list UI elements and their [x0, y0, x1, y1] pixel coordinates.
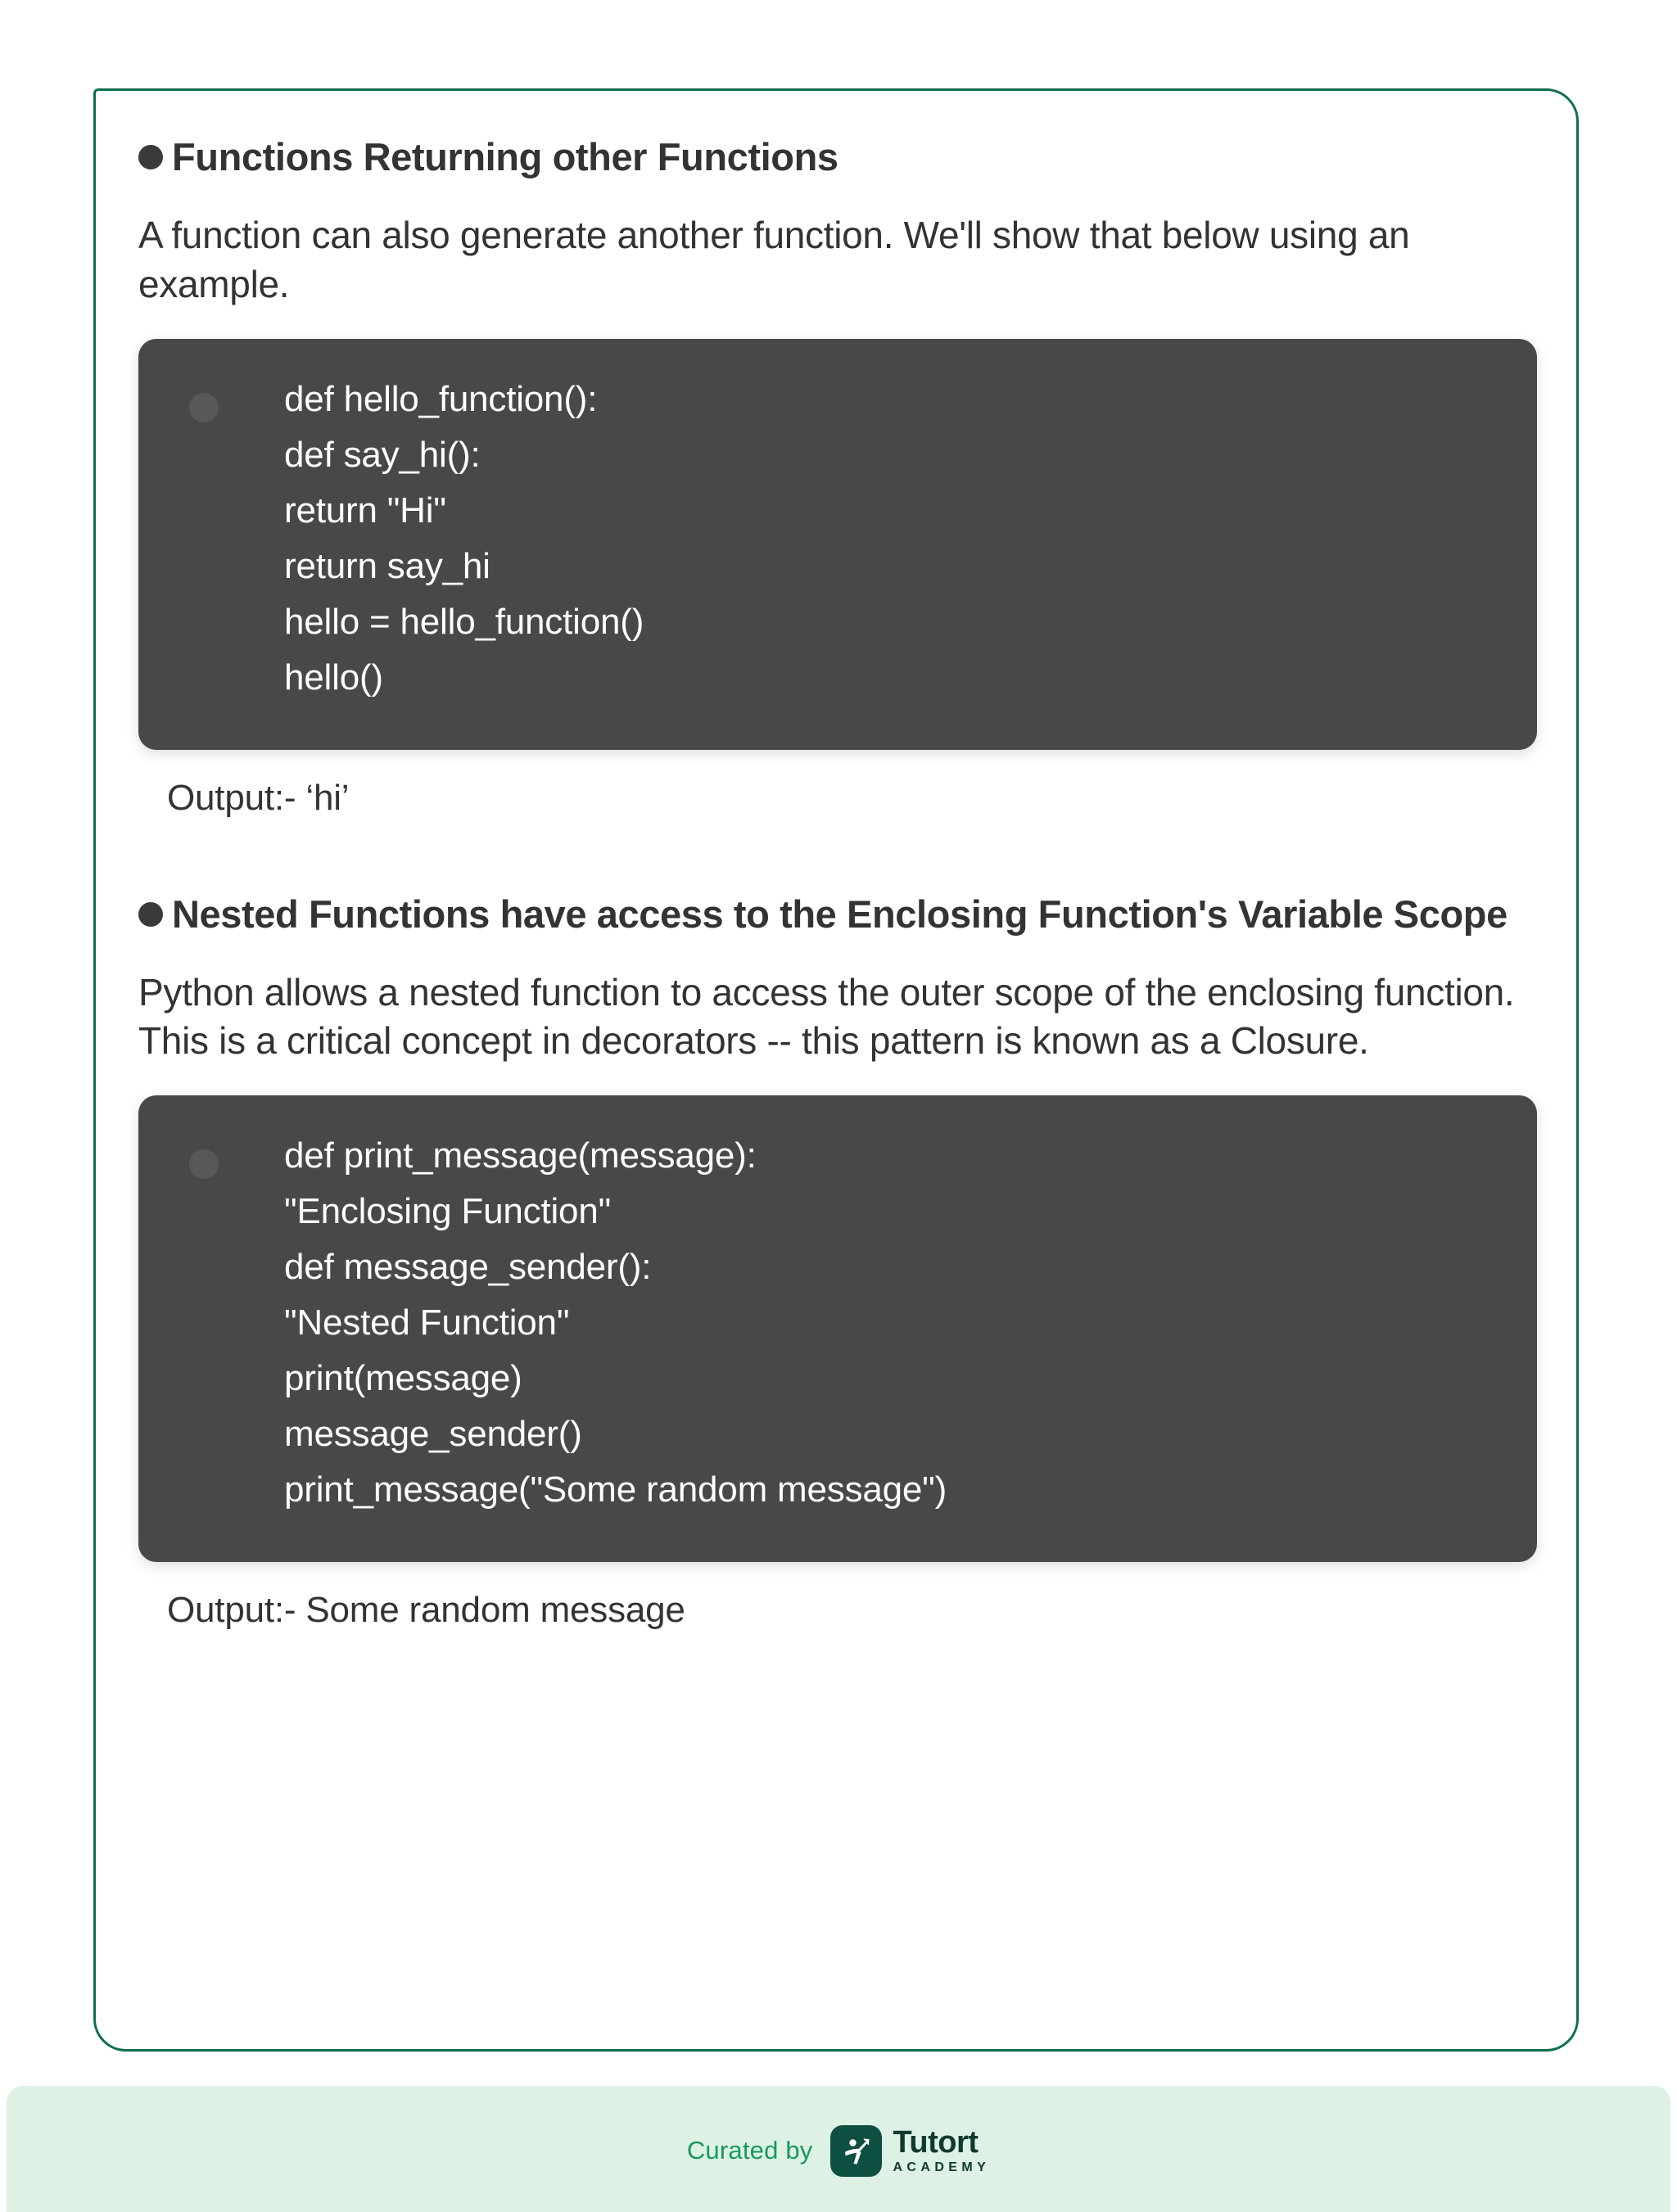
footer-band: Curated by Tutort ACADEMY	[7, 2086, 1670, 2212]
brand-name: Tutort	[893, 2125, 979, 2160]
brand-subtitle: ACADEMY	[893, 2160, 991, 2174]
bullet-dot-icon	[138, 901, 163, 927]
tutort-wordmark: Tutort ACADEMY	[893, 2127, 990, 2174]
code-line: def hello_function():	[284, 378, 598, 419]
section-2-output: Output:- Some random message	[167, 1589, 685, 1630]
code-line: hello = hello_function()	[284, 601, 644, 642]
bullet-dot-icon	[138, 145, 163, 169]
tutort-academy-logo: Tutort ACADEMY	[830, 2124, 990, 2177]
code-line: def print_message(message):	[284, 1135, 757, 1176]
code-block-2-lines: def print_message(message): "Enclosing F…	[284, 1128, 1499, 1518]
code-line: "Enclosing Function"	[284, 1191, 612, 1232]
section-1-body: A function can also generate another fun…	[138, 214, 1410, 305]
code-bullet-icon	[189, 392, 219, 422]
code-line: def message_sender():	[284, 1247, 652, 1288]
section-2-heading-text: Nested Functions have access to the Encl…	[172, 892, 1507, 936]
code-block-1: def hello_function(): def say_hi(): retu…	[138, 338, 1537, 750]
curated-by-label: Curated by	[686, 2136, 813, 2165]
code-line: message_sender()	[284, 1414, 582, 1455]
tutort-logo-icon	[830, 2124, 883, 2177]
card-content: Functions Returning other Functions A fu…	[138, 132, 1537, 1631]
footer-content: Curated by Tutort ACADEMY	[686, 2124, 990, 2177]
section-2-body: Python allows a nested function to acces…	[138, 970, 1515, 1063]
code-line: return say_hi	[284, 545, 490, 586]
section-1-output: Output:- ‘hi’	[167, 777, 350, 818]
section-1-heading-text: Functions Returning other Functions	[172, 135, 838, 178]
section-1-heading: Functions Returning other Functions	[138, 132, 1537, 182]
section-2-heading: Nested Functions have access to the Encl…	[138, 889, 1537, 939]
code-block-1-lines: def hello_function(): def say_hi(): retu…	[284, 372, 1499, 706]
code-line: "Nested Function"	[284, 1302, 570, 1343]
code-bullet-icon	[189, 1149, 219, 1180]
code-line: def say_hi():	[284, 434, 481, 475]
code-line: print_message("Some random message")	[284, 1469, 947, 1510]
code-line: print(message)	[284, 1358, 522, 1399]
content-card: Functions Returning other Functions A fu…	[93, 88, 1579, 2052]
code-line: return "Hi"	[284, 490, 446, 530]
code-block-2: def print_message(message): "Enclosing F…	[138, 1095, 1537, 1562]
code-line: hello()	[284, 657, 383, 697]
